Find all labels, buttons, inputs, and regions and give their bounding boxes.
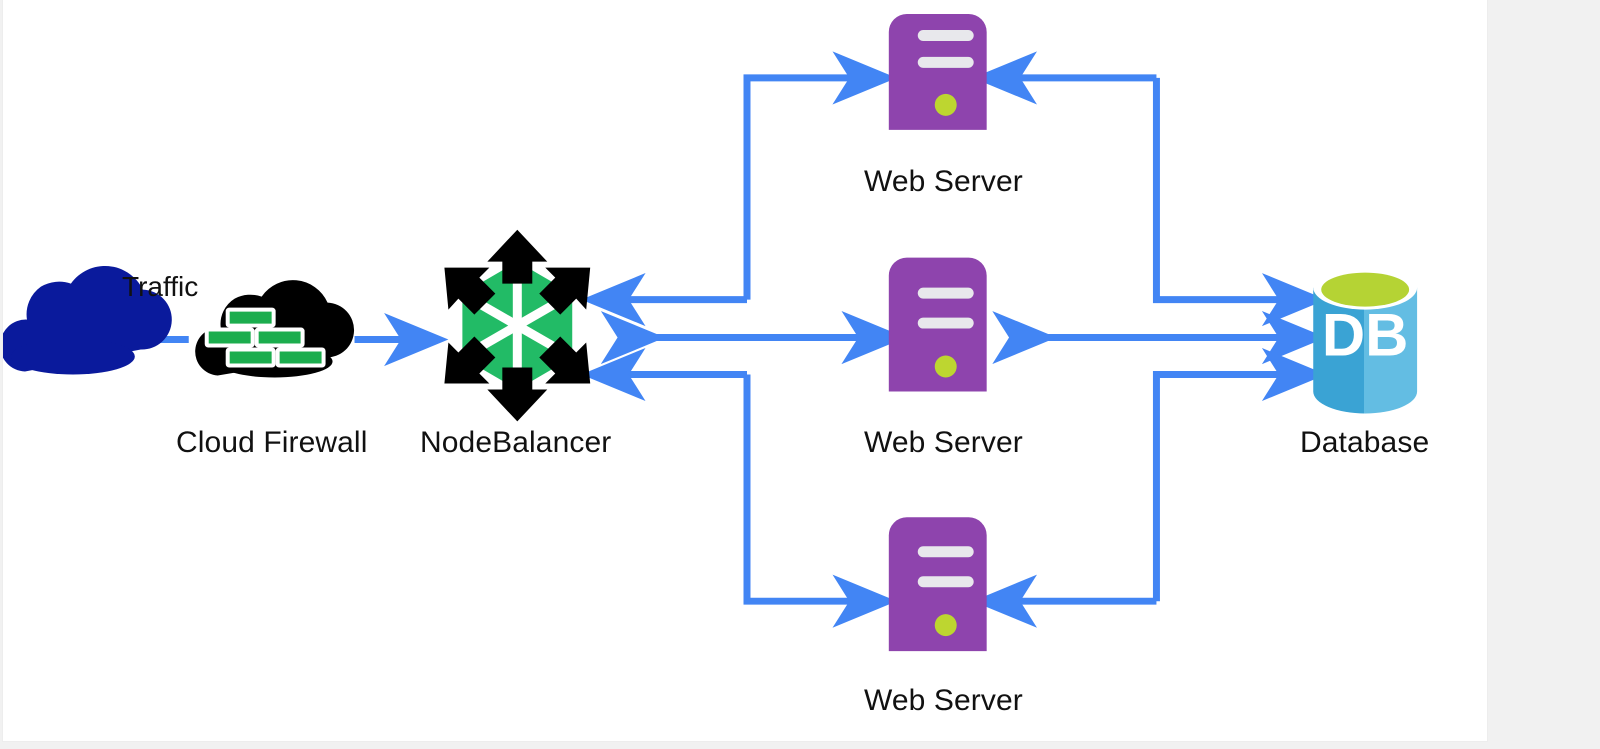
nodebalancer-icon [444, 229, 591, 422]
firewall-icon [195, 280, 355, 378]
server-icon-2 [888, 257, 987, 392]
connection-balancer-to-web1 [581, 51, 897, 327]
label-cloud-firewall: Cloud Firewall [176, 426, 368, 459]
database-db-text: DB [1322, 302, 1409, 369]
diagram-svg: DB [3, 13, 1418, 652]
label-web-server-3: Web Server [864, 684, 1023, 717]
server-icon-3 [888, 517, 987, 652]
cloud-icon [3, 266, 172, 375]
label-database: Database [1300, 426, 1430, 459]
connection-balancer-to-web3 [581, 347, 897, 628]
diagram-canvas: DB Traffic Cloud Firewall NodeBalancer W… [2, 0, 1488, 742]
database-icon: DB [1313, 265, 1418, 414]
connection-web1-to-database [972, 51, 1327, 327]
label-traffic: Traffic [122, 271, 199, 302]
connection-web3-to-database [972, 347, 1327, 628]
server-icon-1 [888, 13, 987, 130]
label-nodebalancer: NodeBalancer [420, 426, 612, 459]
label-web-server-2: Web Server [864, 426, 1023, 459]
label-web-server-1: Web Server [864, 165, 1023, 198]
